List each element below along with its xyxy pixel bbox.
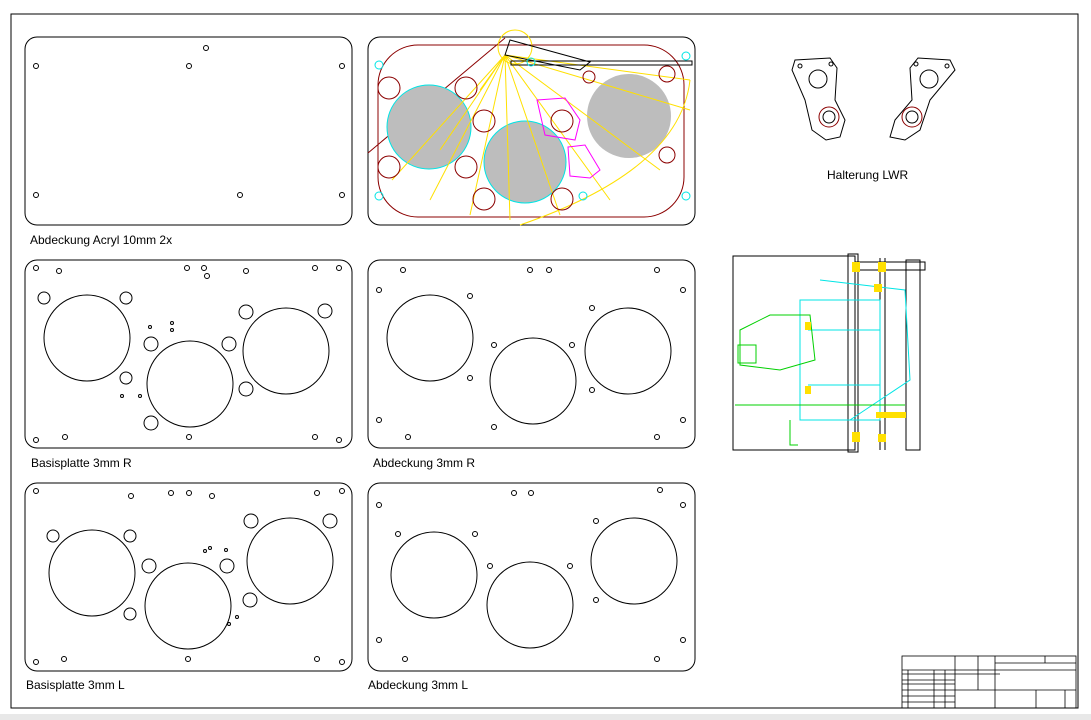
bracket-halterung-lwr	[791, 57, 956, 141]
view-label-halterung-lwr: Halterung LWR	[827, 168, 909, 182]
title-block	[901, 655, 1077, 709]
plate-abdeckung-r	[367, 259, 696, 449]
plate-abdeckung-l	[367, 482, 696, 672]
view-label-abdeckung-acryl: Abdeckung Acryl 10mm 2x	[30, 233, 173, 247]
sheet-border	[10, 13, 1079, 709]
plate-assembly-overlay	[367, 29, 696, 226]
side-view-assembly	[732, 253, 926, 453]
view-label-abdeckung-l: Abdeckung 3mm L	[368, 678, 469, 692]
view-label-basisplatte-l: Basisplatte 3mm L	[26, 678, 125, 692]
plate-basisplatte-l	[24, 482, 353, 672]
bottom-scrollbar-area	[0, 714, 1091, 720]
view-label-basisplatte-r: Basisplatte 3mm R	[31, 456, 132, 470]
plate-basisplatte-r	[24, 259, 353, 449]
plate-acryl	[24, 36, 353, 226]
view-label-abdeckung-r: Abdeckung 3mm R	[373, 456, 476, 470]
